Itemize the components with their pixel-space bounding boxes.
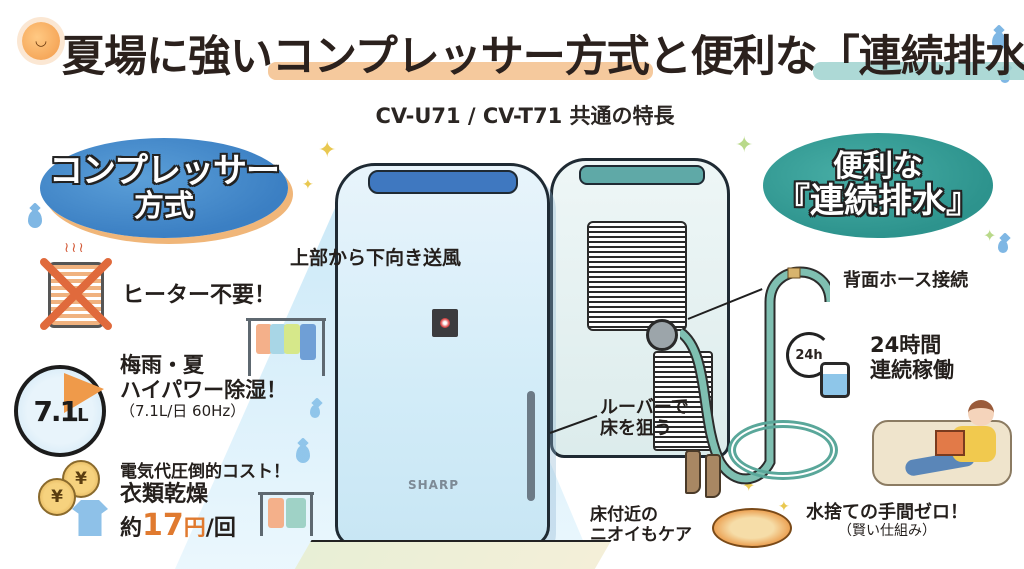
compressor-bubble-line2: 方式 xyxy=(134,189,194,225)
steam-icon: ≀≀≀ xyxy=(64,240,86,256)
plasmacluster-badge xyxy=(432,309,458,337)
title-part-summer: 夏場に強い xyxy=(62,32,273,82)
model-subtitle: CV-U71 / CV-T71 共通の特長 xyxy=(375,104,675,128)
continuous-drain-bubble: 便利な 『連続排水』 xyxy=(763,133,993,238)
no-heater-label: ヒーター不要！ xyxy=(122,283,277,308)
sparkle-icon: ✦ xyxy=(318,138,337,163)
water-drop-icon xyxy=(998,240,1008,253)
shirt-icon xyxy=(72,500,108,536)
drain-bubble-line1: 便利な xyxy=(833,149,923,185)
rear-intake-vent xyxy=(587,221,687,331)
floor-rug xyxy=(288,540,612,569)
title-part-convenient: と便利な xyxy=(648,32,818,82)
title-part-continuous-drain: 「連続排水」 xyxy=(812,22,1024,84)
water-drop-icon xyxy=(28,210,42,228)
title-part-compressor: コンプレッサー方式 xyxy=(268,22,653,84)
continuous-operation-label: 24時間 連続稼働 xyxy=(870,333,954,382)
sparkle-icon: ✦ xyxy=(735,133,754,158)
power-line1: 梅雨・夏 xyxy=(120,353,204,377)
smiling-sun-icon: ◡ xyxy=(22,22,60,60)
hose-coil-icon xyxy=(728,420,838,480)
capacity-value: 7.1 xyxy=(33,394,79,428)
downward-airflow-label: 上部から下向き送風 xyxy=(290,247,462,269)
rear-hose-label: 背面ホース接続 xyxy=(843,270,969,291)
compressor-bubble: コンプレッサー 方式 xyxy=(40,138,288,238)
back-top-panel xyxy=(579,165,705,185)
power-note: （7.1L/日 60Hz） xyxy=(120,401,246,420)
cost-price-line: 約17円/回 xyxy=(120,508,236,543)
drain-port-icon xyxy=(646,319,678,351)
sparkle-icon: ✦ xyxy=(778,499,790,515)
prohibited-x-icon xyxy=(40,258,112,330)
24h-cycle-icon: 24h xyxy=(786,332,832,378)
compressor-bubble-line1: コンプレッサー xyxy=(49,150,280,191)
dehumidifier-front-view: SHARP xyxy=(335,163,550,548)
water-drop-icon xyxy=(310,405,320,418)
water-tank-icon xyxy=(820,362,850,398)
louver-label: ルーバーで 床を狙う xyxy=(600,397,689,440)
cost-price-value: 17 xyxy=(142,508,184,543)
power-line2: ハイパワー除湿！ xyxy=(120,377,288,402)
no-water-disposal-label: 水捨ての手間ゼロ！ （賢い仕組み） xyxy=(806,502,968,540)
drain-hose-illustration xyxy=(680,266,830,485)
high-power-feature: 梅雨・夏 ハイパワー除湿！ （7.1L/日 60Hz） xyxy=(120,353,287,420)
sparkle-icon: ✦ xyxy=(302,177,314,193)
cost-feature: 電気代圧倒的コスト！ 衣類乾燥 約17円/回 xyxy=(120,462,290,543)
dehumidify-capacity-timer-icon: 7.1L xyxy=(14,365,106,457)
drain-bubble-line2: 『連続排水』 xyxy=(776,181,980,222)
boots-icon xyxy=(685,450,725,498)
water-drop-icon xyxy=(992,32,1006,50)
odor-care-label: 床付近の ニオイもケア xyxy=(590,505,692,546)
water-drop-icon xyxy=(296,445,310,463)
sparkle-icon: ✦ xyxy=(983,226,997,245)
side-louver xyxy=(527,391,535,501)
pet-bed-icon xyxy=(712,508,792,548)
cost-line1: 電気代圧倒的コスト！ xyxy=(120,462,290,482)
capacity-unit: L xyxy=(77,404,89,426)
person-head xyxy=(968,400,994,426)
yen-coin-icon: ¥ xyxy=(38,478,76,516)
book-icon xyxy=(935,430,965,456)
top-louver-panel xyxy=(368,170,518,194)
brand-logo: SHARP xyxy=(408,478,460,492)
cost-line2: 衣類乾燥 xyxy=(120,482,209,508)
page-title: 夏場に強い コンプレッサー方式 と便利な 「連続排水」 xyxy=(62,18,1024,88)
